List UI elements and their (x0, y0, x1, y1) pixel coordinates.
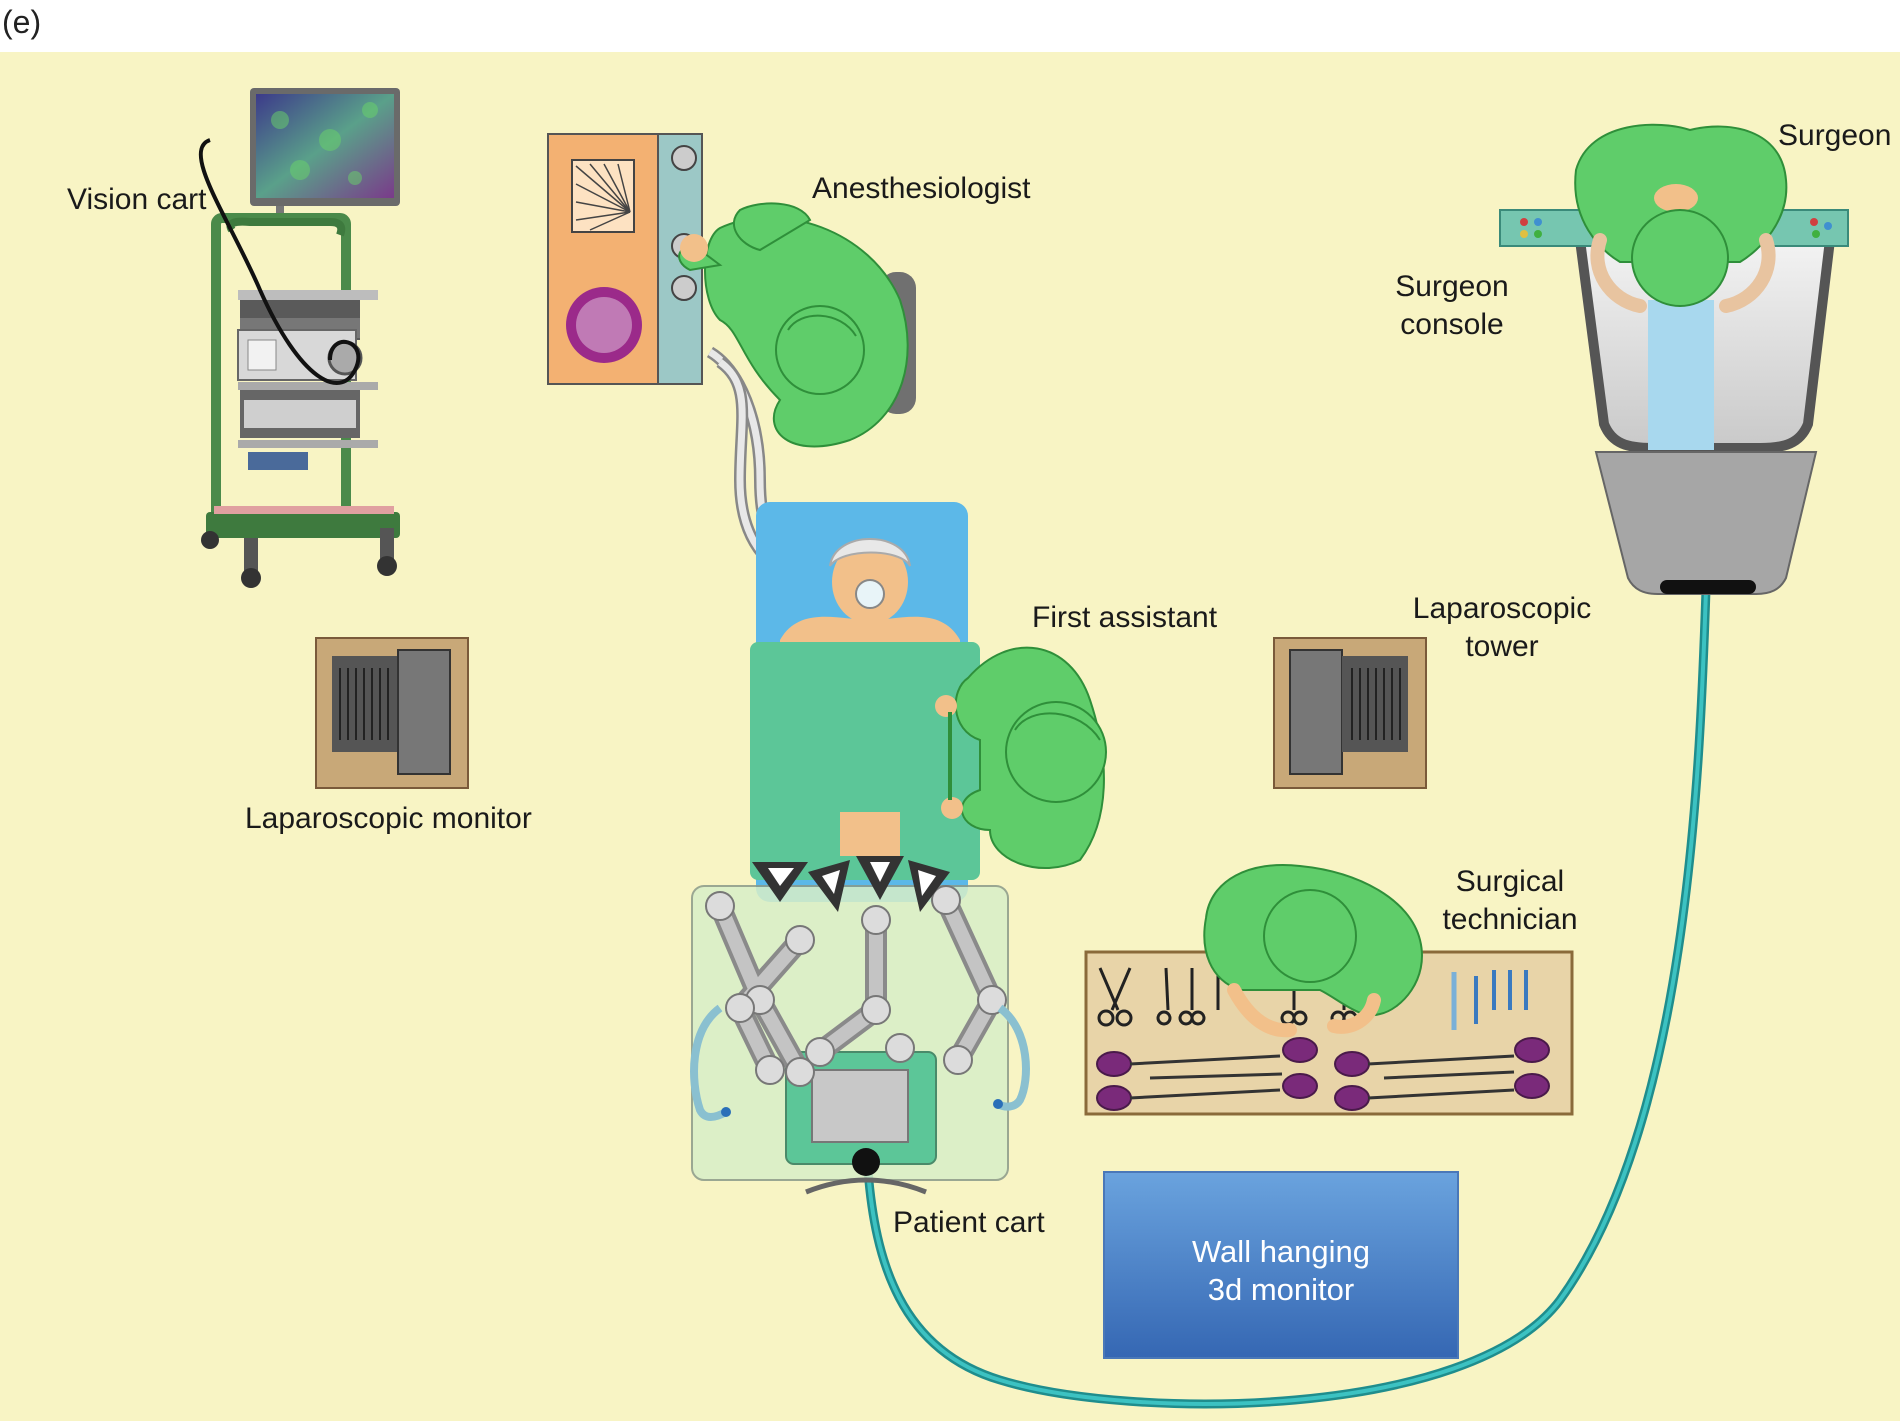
panel-letter: (e) (2, 4, 42, 40)
laparoscopic-tower (1273, 637, 1427, 789)
label-anesthesiologist: Anesthesiologist (812, 172, 1031, 205)
label-lap-tower-line1: Laparoscopic (1413, 592, 1591, 625)
label-surgeon: Surgeon (1778, 119, 1891, 152)
label-wall-monitor-line2: 3d monitor (1208, 1272, 1354, 1307)
wall-3d-monitor (1103, 1171, 1459, 1359)
label-laparoscopic-monitor: Laparoscopic monitor (245, 802, 532, 835)
vision-cart (198, 88, 400, 588)
label-vision-cart: Vision cart (67, 183, 207, 216)
label-wall-monitor-line1: Wall hanging (1192, 1234, 1370, 1269)
first-assistant-figure (935, 646, 1107, 869)
label-patient-cart: Patient cart (893, 1206, 1045, 1239)
anesthesiologist-figure (678, 202, 916, 448)
surgeon-figure (1574, 123, 1788, 313)
label-surgeon-console-line1: Surgeon (1395, 270, 1508, 303)
label-surgical-tech-line2: technician (1442, 903, 1577, 936)
surgical-technician-figure (1203, 864, 1423, 1038)
label-surgical-tech-line1: Surgical (1456, 865, 1564, 898)
label-first-assistant: First assistant (1032, 601, 1218, 634)
label-lap-tower-line2: tower (1465, 630, 1538, 663)
patient-cart (690, 856, 1030, 1195)
laparoscopic-monitor (315, 637, 469, 789)
surgical-drape (750, 642, 980, 880)
operating-table (750, 502, 980, 902)
label-surgeon-console-line2: console (1400, 308, 1503, 341)
